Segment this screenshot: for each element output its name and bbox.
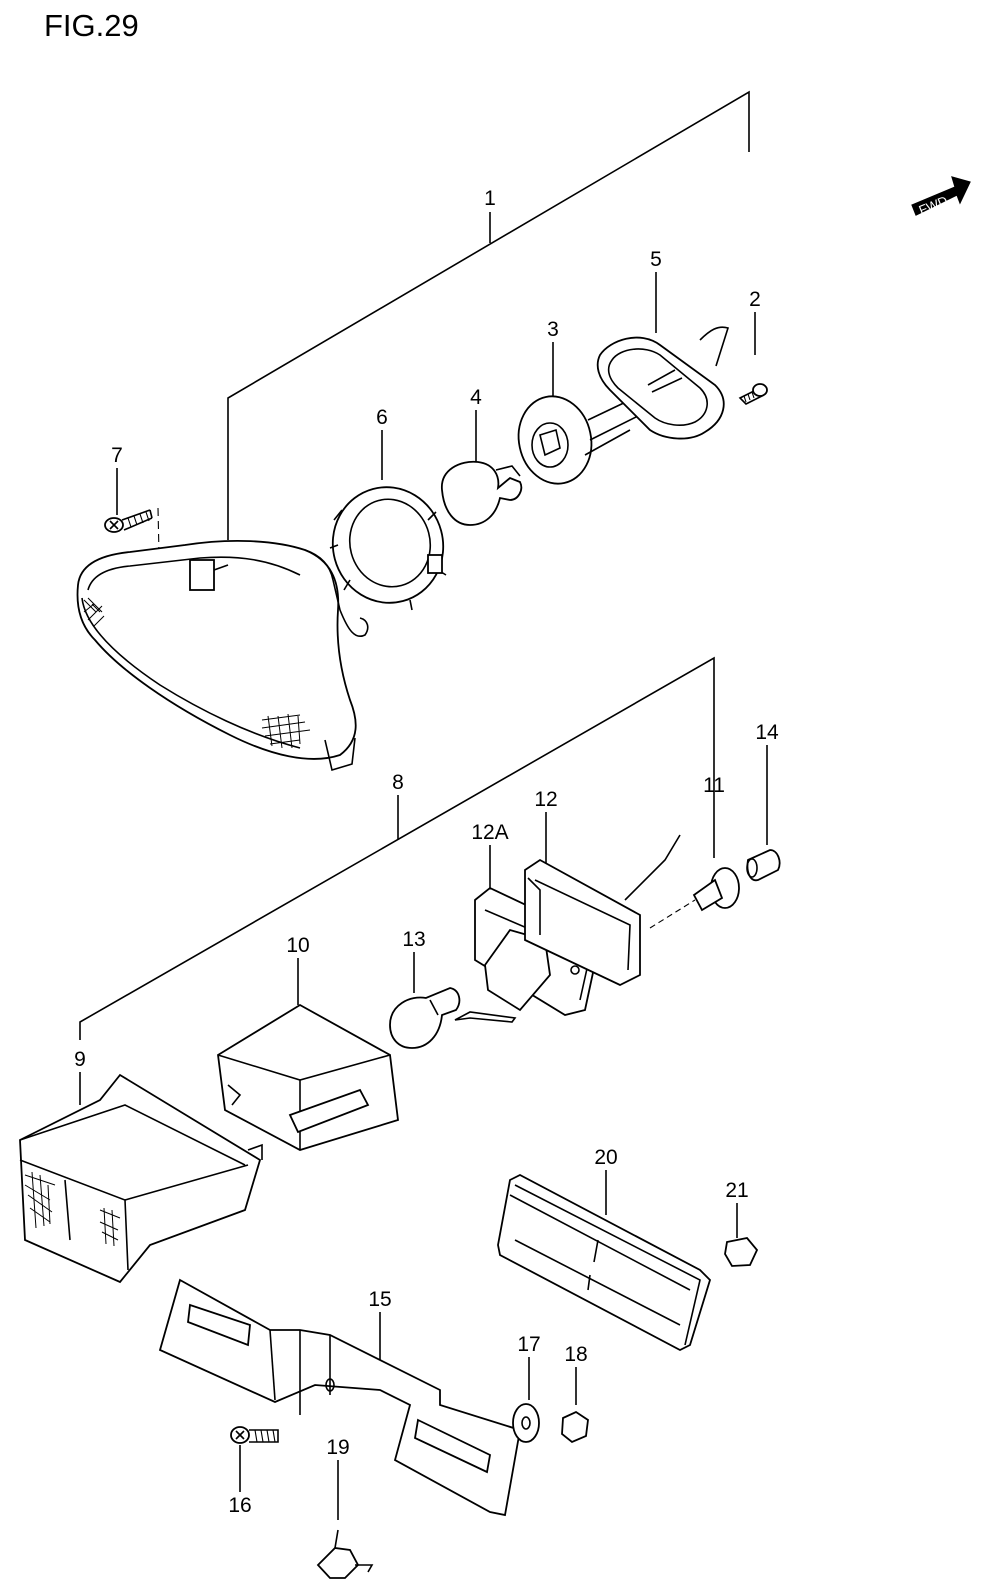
part-1-turn-signal-housing bbox=[76, 539, 369, 772]
part-13-bulb bbox=[389, 987, 461, 1049]
part-14-spacer bbox=[746, 849, 781, 882]
callout-11: 11 bbox=[703, 774, 725, 797]
callout-8: 8 bbox=[392, 771, 404, 794]
callout-18: 18 bbox=[564, 1343, 587, 1366]
part-2-screw bbox=[738, 383, 768, 405]
callout-14: 14 bbox=[755, 721, 779, 744]
part-6-socket-ring bbox=[329, 486, 447, 611]
part-12-gasket bbox=[524, 834, 681, 987]
callout-13: 13 bbox=[402, 928, 425, 951]
callout-20: 20 bbox=[594, 1146, 617, 1169]
part-21-nut bbox=[724, 1237, 759, 1267]
fwd-arrow-icon: FWD bbox=[911, 176, 971, 218]
callout-5: 5 bbox=[650, 248, 662, 271]
callout-2: 2 bbox=[749, 288, 761, 311]
callout-9: 9 bbox=[74, 1048, 86, 1071]
part-5-gasket bbox=[596, 326, 730, 440]
figure-title: FIG.29 bbox=[44, 8, 139, 43]
callout-12a: 12A bbox=[471, 821, 508, 844]
leader-lines-assembly-8 bbox=[79, 656, 768, 1105]
part-10-lens-gasket bbox=[217, 1003, 399, 1151]
callout-6: 6 bbox=[376, 406, 388, 429]
leader-lines-bottom-parts bbox=[239, 1170, 738, 1520]
part-9-tail-lens bbox=[19, 1073, 263, 1284]
callout-3: 3 bbox=[547, 318, 559, 341]
part-3-socket bbox=[517, 395, 641, 485]
leader-lines-assembly-1 bbox=[116, 90, 756, 540]
callout-16: 16 bbox=[228, 1494, 251, 1517]
part-19-clip bbox=[316, 1529, 374, 1579]
callout-15: 15 bbox=[368, 1288, 391, 1311]
part-11-collar bbox=[649, 867, 740, 929]
fwd-label: FWD bbox=[917, 193, 950, 218]
callout-1: 1 bbox=[484, 187, 496, 210]
callout-10: 10 bbox=[286, 934, 309, 957]
callout-12: 12 bbox=[534, 788, 557, 811]
part-12a-socket-plate bbox=[454, 886, 602, 1023]
callout-4: 4 bbox=[470, 386, 482, 409]
part-4-bulb bbox=[441, 460, 523, 526]
callout-labels: 1 2 3 4 5 6 7 8 9 10 11 12 12A 13 14 15 … bbox=[74, 187, 779, 1517]
callout-17: 17 bbox=[517, 1333, 540, 1356]
callout-21: 21 bbox=[725, 1179, 748, 1202]
part-16-screw bbox=[230, 1426, 279, 1444]
callout-19: 19 bbox=[326, 1436, 349, 1459]
part-18-nut bbox=[561, 1410, 589, 1444]
callout-7: 7 bbox=[111, 444, 123, 467]
part-15-license-bracket bbox=[158, 1278, 522, 1517]
part-20-reflector bbox=[497, 1173, 712, 1352]
part-17-washer bbox=[512, 1403, 540, 1443]
